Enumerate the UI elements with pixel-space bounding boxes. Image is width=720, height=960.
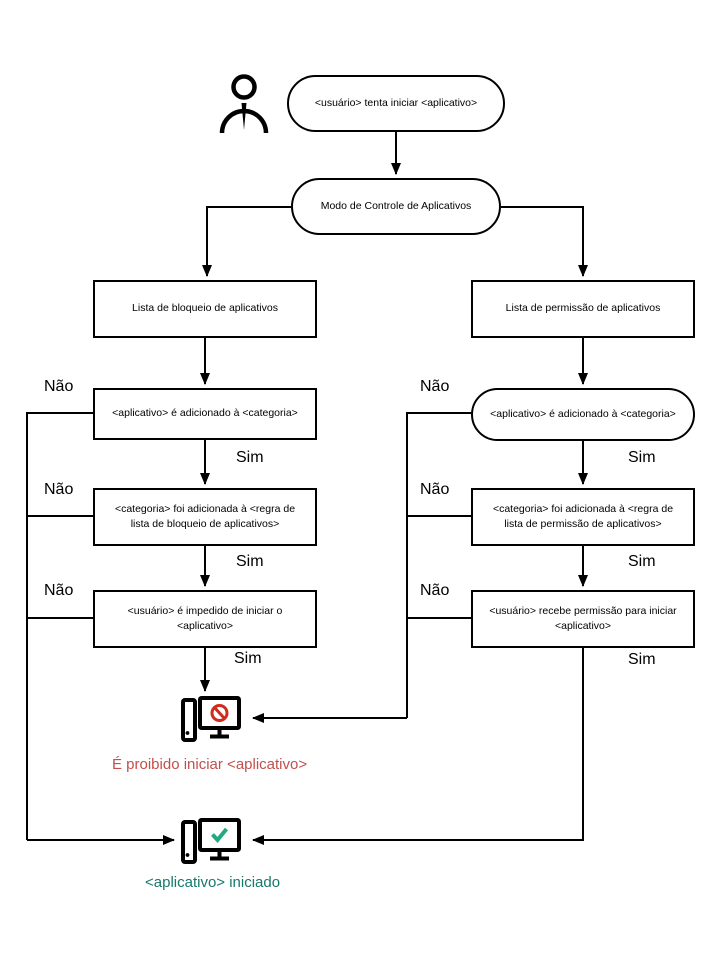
node-start: <usuário> tenta iniciar <aplicativo>: [287, 75, 505, 132]
node-block-d1: <aplicativo> é adicionado à <categoria>: [93, 388, 317, 440]
label-yes-allow-3: Sim: [628, 651, 656, 668]
node-allow-d3: <usuário> recebe permissão para iniciar …: [471, 590, 695, 648]
computer-started-icon: [180, 818, 242, 866]
node-block-d2-label: <categoria> foi adicionada à <regra de l…: [114, 502, 296, 530]
node-blocklist-label: Lista de bloqueio de aplicativos: [132, 302, 278, 315]
label-yes-allow-1: Sim: [628, 449, 656, 466]
label-no-allow-1: Não: [420, 378, 450, 395]
outcome-blocked-label: É proibido iniciar <aplicativo>: [112, 756, 308, 773]
node-allowlist-label: Lista de permissão de aplicativos: [505, 302, 661, 315]
check-sign: [211, 827, 229, 844]
label-no-allow-3: Não: [420, 582, 450, 599]
label-yes-block-2: Sim: [236, 553, 264, 570]
label-no-block-1: Não: [44, 378, 74, 395]
node-allow-d2: <categoria> foi adicionada à <regra de l…: [471, 488, 695, 546]
label-yes-allow-2: Sim: [628, 553, 656, 570]
label-no-block-3: Não: [44, 582, 74, 599]
node-allow-d3-label: <usuário> recebe permissão para iniciar …: [489, 604, 677, 632]
prohibition-sign: [210, 704, 229, 722]
label-no-allow-2: Não: [420, 481, 450, 498]
node-start-label: <usuário> tenta iniciar <aplicativo>: [314, 96, 478, 109]
node-blocklist: Lista de bloqueio de aplicativos: [93, 280, 317, 338]
node-block-d1-label: <aplicativo> é adicionado à <categoria>: [112, 407, 298, 420]
node-block-d2: <categoria> foi adicionada à <regra de l…: [93, 488, 317, 546]
node-allow-d1: <aplicativo> é adicionado à <categoria>: [471, 388, 695, 441]
node-allowlist: Lista de permissão de aplicativos: [471, 280, 695, 338]
edge-mode-allowlist: [501, 206, 588, 277]
node-control-mode: Modo de Controle de Aplicativos: [291, 178, 501, 235]
node-allow-d2-label: <categoria> foi adicionada à <regra de l…: [492, 502, 674, 530]
rail-block-no: [26, 412, 93, 840]
label-yes-block-3: Sim: [234, 650, 262, 667]
node-block-d3: <usuário> é impedido de iniciar o <aplic…: [93, 590, 317, 648]
rail-allow-no: [406, 412, 471, 718]
node-block-d3-label: <usuário> é impedido de iniciar o <aplic…: [127, 604, 283, 632]
node-control-mode-label: Modo de Controle de Aplicativos: [320, 199, 472, 212]
label-no-block-2: Não: [44, 481, 74, 498]
computer-blocked-icon: [180, 696, 242, 744]
label-yes-block-1: Sim: [236, 449, 264, 466]
edge-allow-d3-startedpc: [252, 648, 584, 845]
edge-mode-blocklist: [202, 206, 291, 277]
outcome-started-label: <aplicativo> iniciado: [145, 874, 281, 891]
user-icon: [217, 72, 271, 136]
node-allow-d1-label: <aplicativo> é adicionado à <categoria>: [490, 407, 676, 420]
